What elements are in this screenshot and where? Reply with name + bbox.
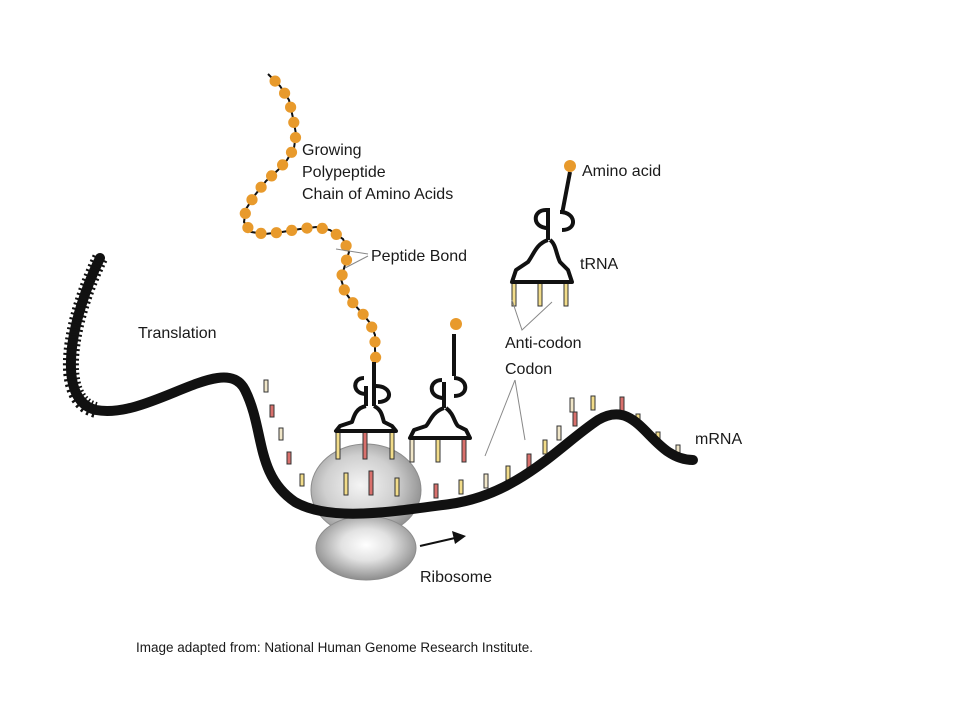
trna-incoming [408,318,472,463]
amino-acid-bead [289,132,302,144]
label-trna: tRNA [580,256,619,273]
amino-acid-bead [301,222,313,234]
trna-free [510,160,576,307]
pointer-lines [335,248,553,457]
label-anticodon: Anti-codon [505,335,582,352]
amino-acid-bead [270,227,282,239]
amino-acid-bead [277,159,289,171]
label-ribosome: Ribosome [420,569,492,586]
label-codon: Codon [505,361,552,378]
amino-acid-bead [242,222,254,234]
amino-acid-bead [336,269,348,281]
amino-acid-bead [288,116,300,128]
amino-acid-bead [239,207,251,219]
mrna-strand [65,253,698,519]
amino-acid-bead [286,224,298,236]
amino-acid-bead [370,351,382,363]
amino-acid-bead [357,308,369,320]
amino-acid-bead [366,321,378,333]
label-growing-line1: Growing [302,142,362,159]
mrna-serrated-tail [62,254,108,418]
ribosome-large-subunit [315,515,417,581]
image-caption: Image adapted from: National Human Genom… [136,640,533,655]
label-growing-line3: Chain of Amino Acids [302,186,453,203]
amino-acid-bead [338,284,350,296]
amino-acid-bead [255,227,267,239]
amino-acid-bead [279,87,291,99]
polypeptide-amino-acids [239,75,382,363]
polypeptide-backbone [242,73,377,363]
amino-acid-bead [246,194,258,206]
amino-acid-bead [269,75,281,87]
amino-acid-bead [340,254,353,266]
label-amino-acid: Amino acid [582,163,661,180]
label-peptide-bond: Peptide Bond [371,248,467,265]
amino-acid-bead [255,181,267,193]
amino-acid-bead [330,228,342,240]
trna-in-ribosome [334,362,398,460]
arrow-right-icon [419,531,466,547]
amino-acid-bead [285,146,298,158]
amino-acid-bead [316,222,328,234]
amino-acid-bead [266,170,278,182]
label-translation: Translation [138,325,217,342]
amino-acid-bead [347,297,359,309]
label-mrna: mRNA [695,431,742,448]
amino-acid-bead [285,101,297,113]
amino-acid-bead [369,336,381,348]
amino-acid-bead [340,240,352,252]
label-growing-line2: Polypeptide [302,164,386,181]
